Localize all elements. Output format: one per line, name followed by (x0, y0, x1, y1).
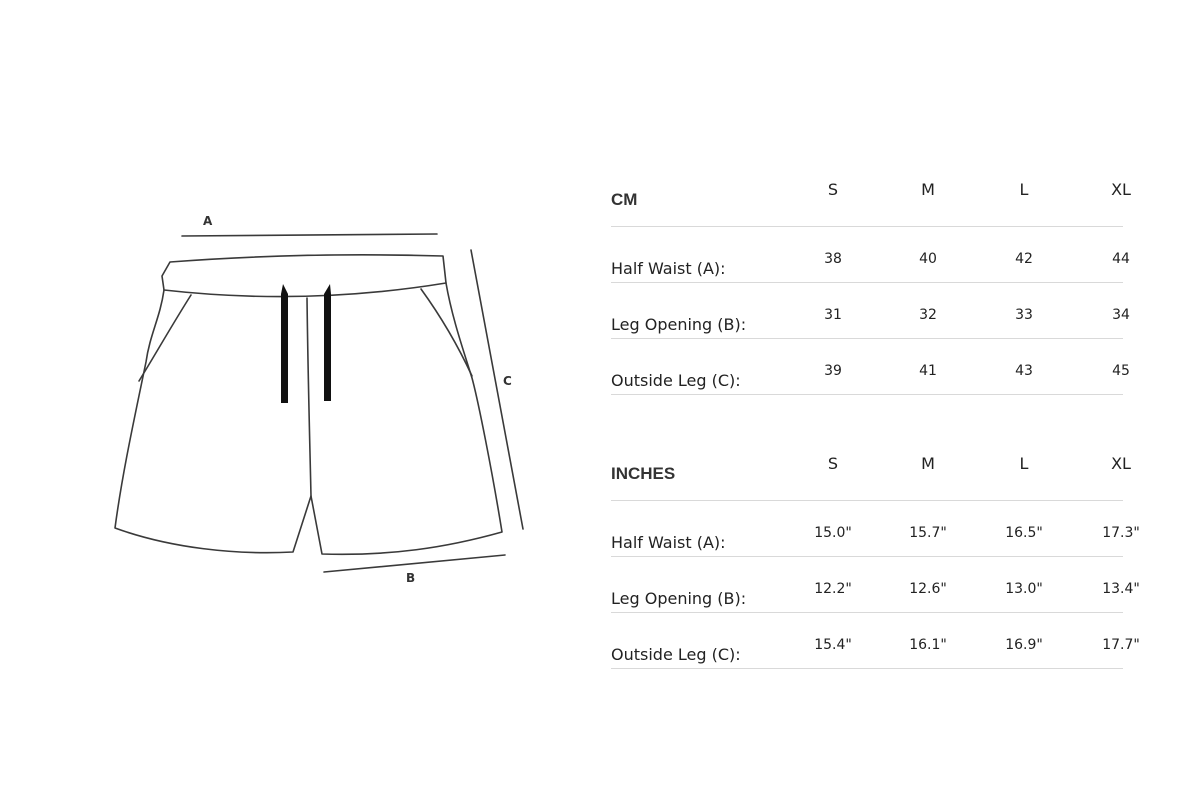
table-cell: 16.9" (1005, 637, 1043, 653)
table-cell: 43 (1015, 363, 1033, 379)
table-cell: 17.3" (1102, 525, 1140, 541)
table-cell: 15.4" (814, 637, 852, 653)
left-pocket (138, 294, 192, 382)
size-header: M (921, 454, 935, 473)
table-cell: 40 (919, 251, 937, 267)
table-cell: 13.4" (1102, 581, 1140, 597)
table-row: Outside Leg (C): 39 41 43 45 (611, 339, 1130, 395)
table-row: Leg Opening (B): 31 32 33 34 (611, 283, 1130, 339)
dimension-label-c: C (503, 374, 512, 388)
dimension-label-a: A (203, 214, 213, 228)
row-label: Outside Leg (C): (611, 645, 741, 664)
size-header: S (827, 454, 839, 473)
table-cell: 32 (919, 307, 937, 323)
table-cell: 16.5" (1005, 525, 1043, 541)
row-label: Leg Opening (B): (611, 315, 747, 334)
table-cell: 16.1" (909, 637, 947, 653)
table-cell: 33 (1015, 307, 1033, 323)
table-header: INCHES S M L XL (611, 442, 1131, 501)
table-row: Half Waist (A): 15.0" 15.7" 16.5" 17.3" (611, 501, 1140, 557)
table-cell: 42 (1015, 251, 1033, 267)
right-drawstring (324, 284, 331, 401)
shorts-diagram: A B C (114, 214, 524, 585)
table-row: Leg Opening (B): 12.2" 12.6" 13.0" 13.4" (611, 557, 1140, 613)
measure-line-b (323, 554, 506, 573)
table-cell: 15.0" (814, 525, 852, 541)
unit-label: CM (611, 190, 638, 209)
size-header: S (827, 180, 839, 199)
table-cell: 41 (919, 363, 937, 379)
size-header: L (1019, 180, 1029, 199)
measure-line-c (470, 249, 524, 530)
table-cell: 17.7" (1102, 637, 1140, 653)
table-cell: 12.6" (909, 581, 947, 597)
table-cell: 13.0" (1005, 581, 1043, 597)
unit-label: INCHES (611, 464, 676, 483)
size-header: XL (1111, 180, 1131, 199)
center-seam (306, 297, 312, 497)
row-label: Outside Leg (C): (611, 371, 741, 390)
table-cell: 38 (824, 251, 842, 267)
row-label: Half Waist (A): (611, 533, 726, 552)
table-cell: 39 (824, 363, 842, 379)
table-row: Half Waist (A): 38 40 42 44 (611, 227, 1130, 283)
table-header: CM S M L XL (611, 168, 1131, 227)
row-label: Half Waist (A): (611, 259, 726, 278)
row-label: Leg Opening (B): (611, 589, 747, 608)
table-cell: 44 (1112, 251, 1130, 267)
size-table-cm: CM S M L XL Half Waist (A): 38 40 42 44 … (611, 168, 1131, 395)
table-cell: 45 (1112, 363, 1130, 379)
waistband (161, 254, 447, 298)
shorts-illustration (114, 233, 524, 573)
table-cell: 31 (824, 307, 842, 323)
measure-line-a (181, 233, 438, 237)
right-pocket (420, 288, 473, 377)
table-cell: 34 (1112, 307, 1130, 323)
size-header: M (921, 180, 935, 199)
dimension-label-b: B (406, 571, 416, 585)
table-cell: 15.7" (909, 525, 947, 541)
table-row: Outside Leg (C): 15.4" 16.1" 16.9" 17.7" (611, 613, 1140, 669)
left-drawstring (281, 284, 288, 403)
shorts-outline (114, 282, 503, 556)
size-header: L (1019, 454, 1029, 473)
table-cell: 12.2" (814, 581, 852, 597)
size-header: XL (1111, 454, 1131, 473)
size-table-inches: INCHES S M L XL Half Waist (A): 15.0" 15… (611, 442, 1140, 669)
